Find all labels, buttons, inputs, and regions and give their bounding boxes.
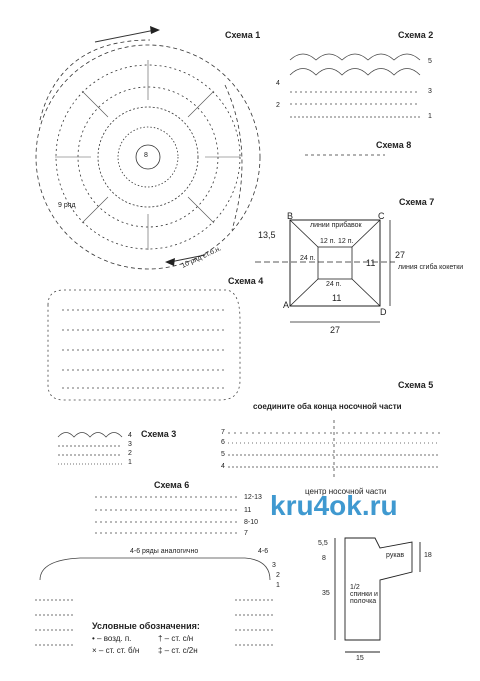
corner-a: A: [283, 300, 290, 310]
pattern-dim: 8: [322, 555, 326, 562]
scheme3-row-label: 1: [128, 459, 132, 466]
scheme5-row-label: 7: [221, 429, 225, 436]
scheme5-row-label: 4: [221, 463, 225, 470]
legend-item: • – возд. п.: [92, 634, 132, 643]
scheme6-row-label: 11: [244, 507, 252, 514]
dim-label: 12 п.: [320, 238, 336, 245]
dim-label: 11: [332, 293, 342, 303]
dim-label: 24 п.: [300, 255, 316, 262]
dim-label: 13,5: [258, 230, 276, 240]
pattern-dim: 15: [356, 655, 364, 662]
scheme2-chart: [289, 53, 421, 118]
scheme3-chart: [57, 432, 123, 465]
scheme6-row-label: 2: [276, 572, 280, 579]
join-ends-label: соедините оба конца носочной части: [253, 402, 402, 411]
pattern-dim: 5,5: [318, 540, 328, 547]
scheme7-title: Схема 7: [399, 197, 435, 207]
scheme6-row-label: 4-6: [258, 548, 269, 555]
scheme5-row-label: 5: [221, 451, 225, 458]
dim-label: 11: [366, 258, 376, 268]
dim-label: 27: [395, 250, 406, 260]
garment-pattern: [334, 537, 421, 653]
corner-d: D: [380, 307, 387, 317]
dim-label: 27: [330, 325, 341, 335]
scheme6-chart: [35, 496, 275, 646]
scheme1-center-label: 8: [144, 152, 148, 159]
corner-b: B: [287, 211, 294, 221]
legend-item: ‡ – ст. с/2н: [158, 646, 198, 655]
scheme5-row-label: 6: [221, 439, 225, 446]
legend-item: † – ст. с/н: [158, 634, 194, 643]
legend-item: × – ст. ст. б/н: [92, 646, 140, 655]
scheme4-title: Схема 4: [228, 276, 264, 286]
scheme6-row-label: 1: [276, 582, 280, 589]
scheme5-chart: [228, 420, 440, 480]
toe-center-label: центр носочной части: [305, 487, 387, 496]
pattern-dim: 35: [322, 590, 330, 597]
scheme6-row-label: 8-10: [244, 519, 259, 526]
scheme2-row-label: 1: [428, 113, 432, 120]
sleeve-label: рукав: [386, 552, 405, 559]
increase-lines-label: линии прибавок: [310, 222, 362, 229]
scheme3-row-label: 2: [128, 450, 132, 457]
scheme3-row-label: 4: [128, 432, 132, 439]
similar-rows-label: 4-6 ряды аналогично: [130, 548, 199, 555]
scheme2-row-label: 3: [428, 88, 432, 95]
scheme6-title: Схема 6: [154, 480, 190, 490]
scheme1-title: Схема 1: [225, 30, 261, 40]
scheme6-row-label: 7: [244, 530, 248, 537]
scheme1-row9-label: 9 ряд: [58, 202, 76, 209]
pattern-dim: 18: [424, 552, 432, 559]
scheme2-title: Схема 2: [398, 30, 434, 40]
scheme4-chart: [47, 289, 241, 401]
legend-title: Условные обозначения:: [92, 621, 200, 631]
scheme2-row-label: 5: [428, 58, 432, 65]
scheme2-row-label: 4: [276, 80, 280, 87]
dim-label: 12 п.: [338, 238, 354, 245]
body-label: 1/2 спинки и полочка: [350, 584, 378, 605]
corner-c: C: [378, 211, 385, 221]
scheme5-title: Схема 5: [398, 380, 434, 390]
scheme1-motif: [35, 26, 261, 270]
scheme6-row-label: 12-13: [244, 494, 262, 501]
scheme3-row-label: 3: [128, 441, 132, 448]
scheme6-row-label: 3: [272, 562, 276, 569]
fold-line-label: линия сгиба кокетки: [398, 264, 464, 271]
watermark-logo: kru4ok.ru: [270, 490, 398, 521]
dim-label: 24 п.: [326, 281, 342, 288]
scheme7-diagram: [255, 219, 395, 323]
scheme8-title: Схема 8: [376, 140, 412, 150]
scheme2-row-label: 2: [276, 102, 280, 109]
scheme3-title: Схема 3: [141, 429, 177, 439]
